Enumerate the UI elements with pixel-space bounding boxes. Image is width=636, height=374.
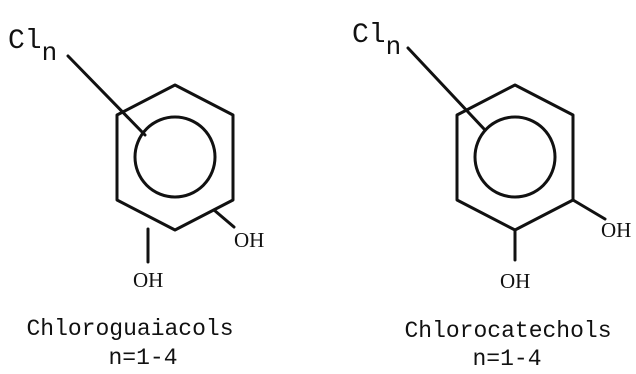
- oh-label-right-1: OH: [234, 228, 264, 252]
- compound-range-2: n=1-4: [472, 346, 541, 372]
- benzene-ring-1: [115, 83, 235, 232]
- cl-label-2: Cln: [352, 20, 401, 62]
- oh-label-right-2: OH: [601, 218, 631, 242]
- cl-bond-1: [66, 54, 147, 137]
- molecule-chloroguaiacols: [66, 54, 236, 264]
- oh-bond-right-2: [571, 198, 607, 221]
- oh-label-bottom-1: OH: [133, 268, 163, 292]
- molecule-chlorocatechols: [406, 46, 607, 262]
- oh-bond-right-1: [212, 208, 236, 229]
- oh-label-bottom-2: OH: [500, 269, 530, 293]
- cl-bond-2: [406, 46, 487, 132]
- aromatic-circle-1: [133, 115, 217, 199]
- aromatic-circle-2: [473, 115, 557, 199]
- compound-range-1: n=1-4: [108, 345, 177, 371]
- molecule-1-labels: Cln OH OH Chloroguaiacols n=1-4: [8, 26, 264, 371]
- compound-name-1: Chloroguaiacols: [26, 316, 233, 342]
- molecule-2-labels: Cln OH OH Chlorocatechols n=1-4: [352, 20, 631, 372]
- compound-name-2: Chlorocatechols: [404, 318, 611, 344]
- cl-label-1: Cln: [8, 26, 57, 68]
